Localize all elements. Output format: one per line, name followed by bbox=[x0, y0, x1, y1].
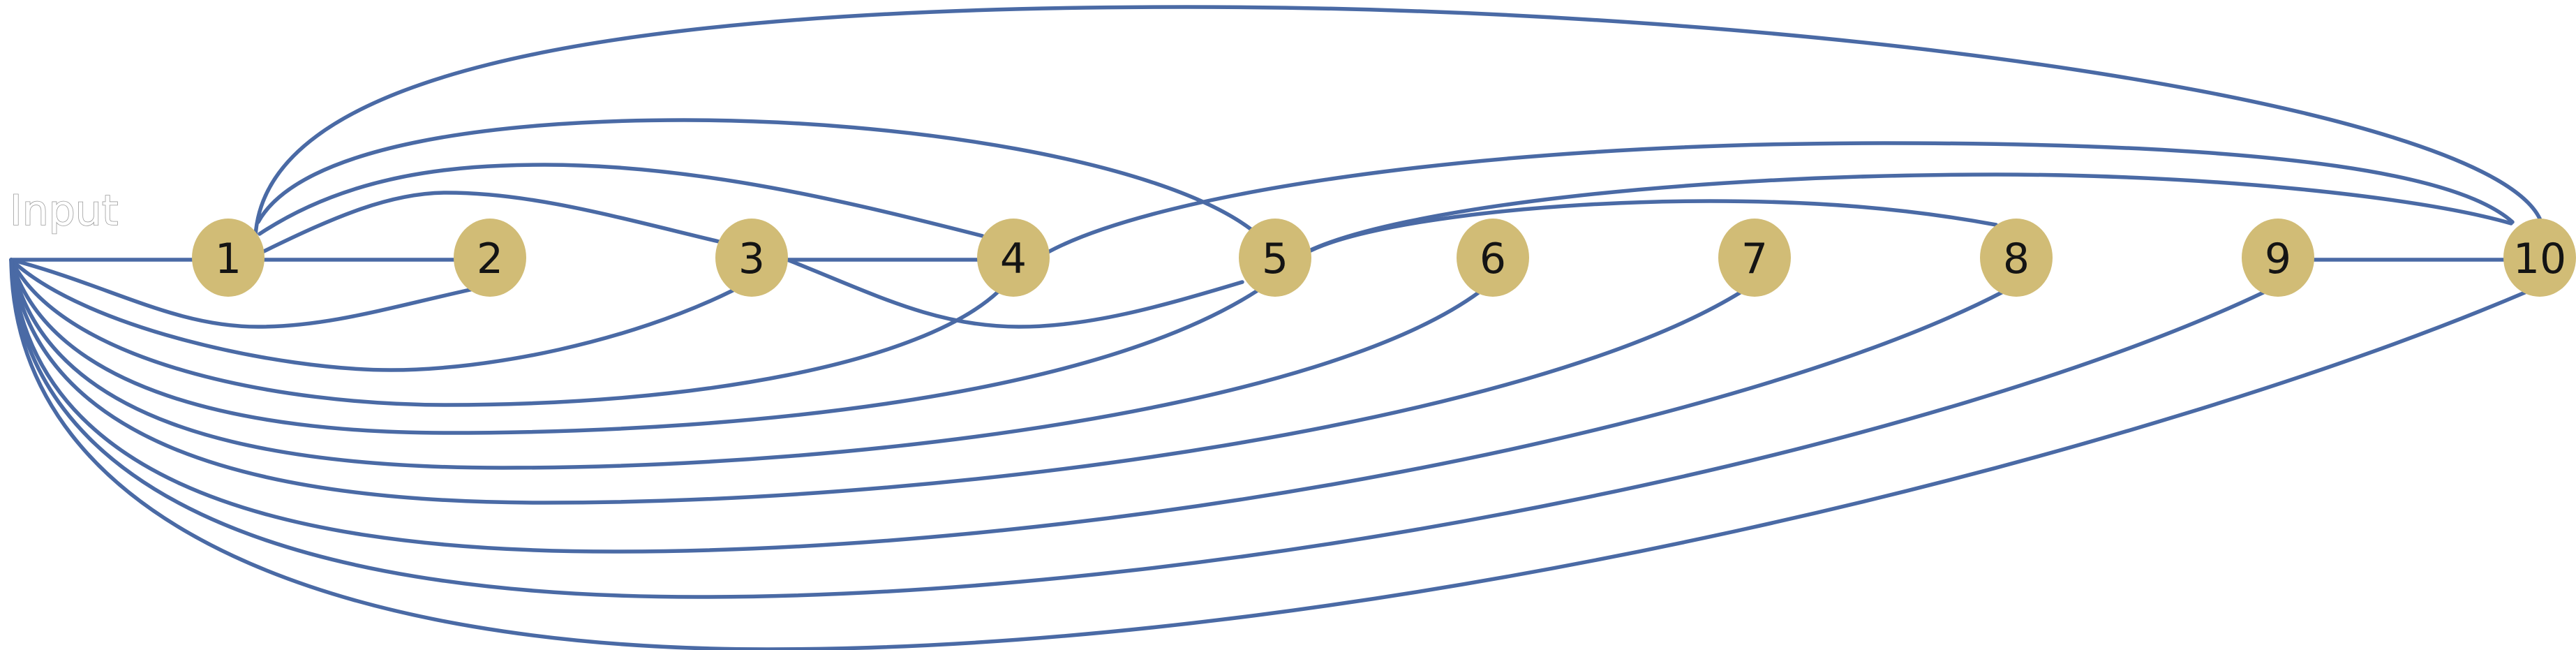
node-9: 9 bbox=[2242, 219, 2314, 297]
edge-5-10 bbox=[1306, 172, 2513, 253]
edge-input-3 bbox=[9, 258, 735, 372]
edge-input-6 bbox=[9, 258, 1482, 470]
node-circle bbox=[715, 219, 788, 297]
edges-layer bbox=[9, 5, 2542, 650]
node-label: 1 bbox=[215, 235, 241, 283]
node-circle bbox=[1457, 219, 1529, 297]
node-label: 10 bbox=[2513, 235, 2566, 283]
node-1: 1 bbox=[192, 219, 265, 297]
node-6: 6 bbox=[1457, 219, 1529, 297]
node-label: 7 bbox=[1741, 235, 1768, 283]
node-10: 10 bbox=[2503, 219, 2576, 297]
node-label: 8 bbox=[2003, 235, 2030, 283]
node-circle bbox=[2242, 219, 2314, 297]
node-7: 7 bbox=[1718, 219, 1791, 297]
node-2: 2 bbox=[454, 219, 526, 297]
node-label: 9 bbox=[2265, 235, 2291, 283]
edge-input-8 bbox=[9, 258, 2005, 554]
node-circle bbox=[1718, 219, 1791, 297]
node-circle bbox=[192, 219, 265, 297]
edge-1-10 bbox=[253, 5, 2542, 238]
node-label: 4 bbox=[1000, 235, 1027, 283]
edge-input-7 bbox=[9, 258, 1743, 505]
edge-1-5 bbox=[256, 118, 1253, 231]
edge-input-9 bbox=[9, 258, 2267, 599]
edge-input-2 bbox=[9, 258, 475, 329]
node-8: 8 bbox=[1980, 219, 2053, 297]
node-circle bbox=[1239, 219, 1311, 297]
node-label: 2 bbox=[477, 235, 503, 283]
node-circle bbox=[454, 219, 526, 297]
edge-3-5 bbox=[785, 258, 1244, 329]
edge-1-4 bbox=[258, 163, 985, 238]
node-label: 6 bbox=[1480, 235, 1506, 283]
node-circle bbox=[2503, 219, 2576, 297]
node-5: 5 bbox=[1239, 219, 1311, 297]
edge-input-10 bbox=[9, 258, 2529, 650]
node-label: 3 bbox=[738, 235, 765, 283]
node-circle bbox=[1980, 219, 2053, 297]
edge-1-3 bbox=[262, 191, 721, 253]
input-label: Input bbox=[10, 186, 118, 235]
edge-5-8 bbox=[1304, 199, 1998, 255]
node-label: 5 bbox=[1262, 235, 1288, 283]
edge-input-4 bbox=[9, 258, 1000, 407]
node-4: 4 bbox=[977, 219, 1050, 297]
edge-4-10 bbox=[1045, 141, 2515, 255]
node-circle bbox=[977, 219, 1050, 297]
node-3: 3 bbox=[715, 219, 788, 297]
edge-input-5 bbox=[9, 258, 1260, 435]
nodes-layer: 1 2 3 4 5 6 7 8 9 10 bbox=[192, 219, 2576, 297]
